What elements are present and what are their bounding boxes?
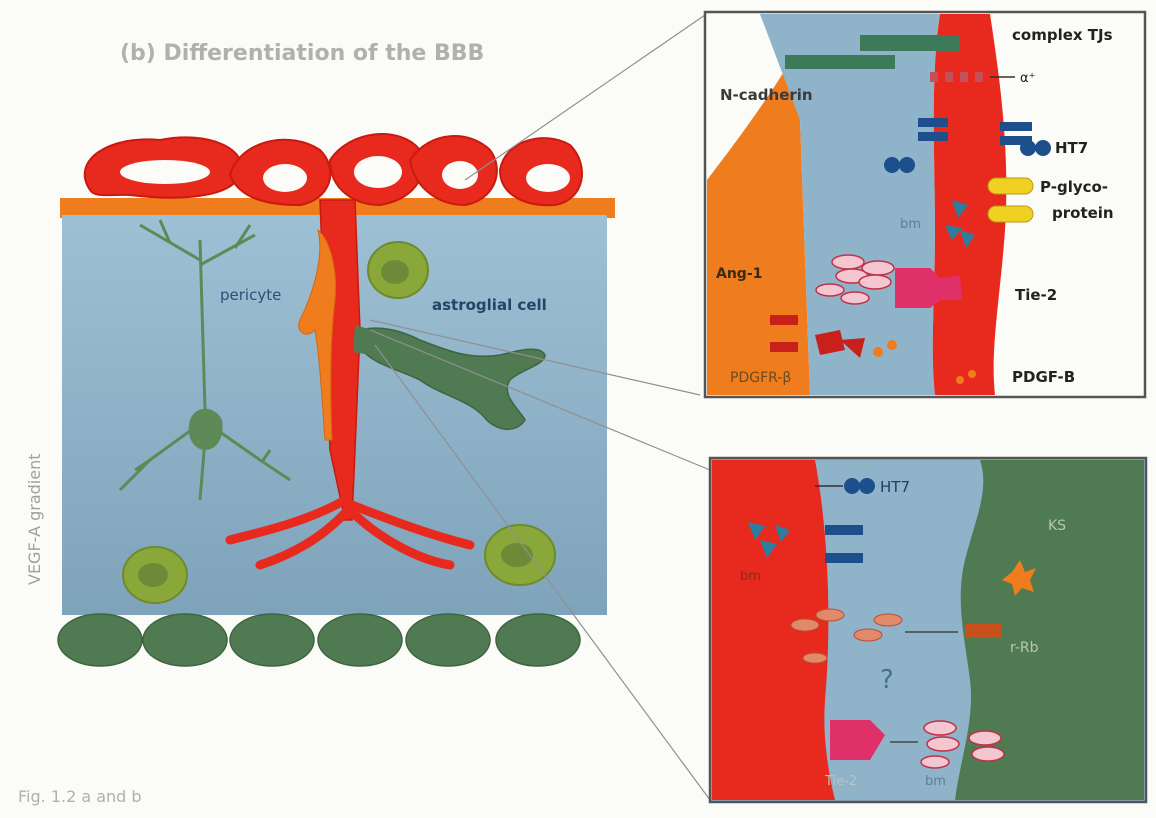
inset-bottom: HT7 bm KS r-Rb ? Tie-2 bm <box>710 458 1146 802</box>
bottom-inset-endothelium <box>712 460 835 800</box>
p-glyco-label-2: protein <box>1052 204 1114 222</box>
ks-label: KS <box>1048 518 1066 534</box>
inset-top: α⁺ <box>705 12 1145 397</box>
astrocyte-endfoot <box>353 325 372 355</box>
bm2-label-bottom: bm <box>925 774 946 789</box>
p-glyco-label-1: P-glyco- <box>1040 178 1108 196</box>
bottom-cell-row <box>58 614 580 666</box>
tie2-label-bottom: Tie-2 <box>824 774 857 789</box>
astroglial-label: astroglial cell <box>432 296 547 314</box>
question-mark: ? <box>880 665 894 695</box>
tj-bar-1 <box>860 35 960 51</box>
vegf-gradient-label: VEGF-A gradient <box>25 453 44 585</box>
complex-tjs-label: complex TJs <box>1012 26 1113 44</box>
pdgfb-label: PDGF-B <box>1012 368 1075 386</box>
diagram-title: (b) Differentiation of the BBB <box>120 41 484 66</box>
bm-label-top: bm <box>900 217 921 232</box>
n-cadherin-label: N-cadherin <box>720 86 813 104</box>
pericyte-label: pericyte <box>220 286 281 304</box>
ht7-label-bottom: HT7 <box>880 478 910 496</box>
tj-bar-2 <box>785 55 895 69</box>
figure-caption: Fig. 1.2 a and b <box>18 787 142 806</box>
tj-mark-label: α⁺ <box>1020 71 1035 86</box>
ht7-label-top: HT7 <box>1055 139 1088 157</box>
tie2-label-top: Tie-2 <box>1015 286 1057 304</box>
pdgfr-label: PDGFR-β <box>730 370 791 386</box>
ang1-label: Ang-1 <box>716 266 762 282</box>
rb-label: r-Rb <box>1010 640 1039 656</box>
rb-receptor <box>965 624 1001 638</box>
bm-label-bottom: bm <box>740 569 761 584</box>
main-panel: pericyte astroglial cell <box>58 134 615 666</box>
